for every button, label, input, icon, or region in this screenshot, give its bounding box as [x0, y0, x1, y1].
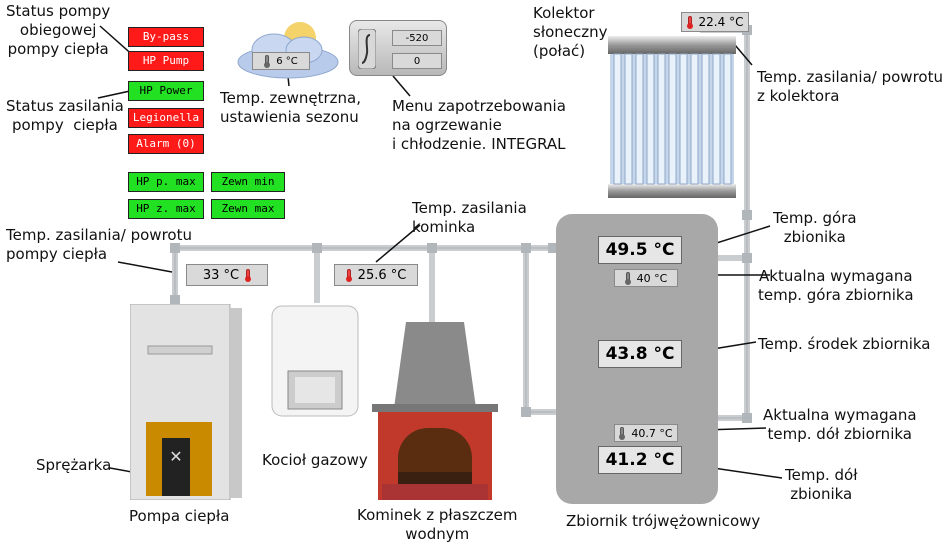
integral-icon: [358, 29, 376, 69]
tank-top-required-readout: 40 °C: [614, 269, 678, 287]
label-wymagana-dol: Aktualna wymagana temp. dół zbiornika: [763, 406, 917, 443]
zewn-max-button[interactable]: Zewn max: [211, 199, 285, 219]
fireplace-icon: [372, 322, 498, 500]
solar-collector: [608, 36, 736, 198]
alarm-button[interactable]: Alarm (0): [128, 134, 204, 154]
heat-pump-icon: ✕: [129, 303, 242, 501]
label-status-pompy: Status pompy obiegowej pompy ciepła: [6, 2, 111, 58]
label-temp-dol: Temp. dół zbionika: [785, 466, 858, 503]
label-kociol: Kocioł gazowy: [262, 451, 368, 469]
thermometer-icon: [686, 15, 693, 29]
sun-cloud-icon: [237, 22, 339, 79]
hp-pipe-temp-readout: 33 °C: [186, 264, 268, 286]
outdoor-temp-readout: 6 °C: [252, 52, 310, 70]
hp-z-max-button[interactable]: HP z. max: [128, 199, 204, 219]
hp-power-button[interactable]: HP Power: [128, 81, 204, 101]
gas-boiler-icon: [271, 305, 359, 417]
label-status-zasilania: Status zasilania pompy ciepła: [6, 97, 124, 134]
thermometer-icon: [624, 271, 631, 285]
tank-top-temp-readout: 49.5 °C: [598, 236, 682, 264]
thermometer-icon: [345, 268, 352, 282]
fireplace: [372, 322, 498, 500]
gas-boiler: [271, 305, 359, 417]
hp-pump-button[interactable]: HP Pump: [128, 51, 204, 71]
label-temp-pompy: Temp. zasilania/ powrotu pompy ciepła: [6, 226, 192, 263]
tank-middle-temp-readout: 43.8 °C: [598, 340, 682, 368]
thermometer-icon: [264, 54, 271, 68]
menu-readout-bottom: 0: [392, 53, 442, 69]
integral-menu[interactable]: -520 0: [349, 20, 447, 76]
label-menu-zapotrzebowania: Menu zapotrzebowania na ogrzewanie i chł…: [392, 97, 566, 153]
collector-temp-readout: 22.4 °C: [681, 12, 749, 32]
zewn-min-button[interactable]: Zewn min: [211, 172, 285, 192]
hp-p-max-button[interactable]: HP p. max: [128, 172, 204, 192]
bypass-button[interactable]: By-pass: [128, 27, 204, 47]
menu-readout-top: -520: [392, 30, 442, 46]
solar-tubes-icon: [608, 36, 736, 198]
fireplace-pipe-temp-readout: 25.6 °C: [334, 264, 418, 286]
label-zbiornik: Zbiornik trójwężownicowy: [566, 512, 761, 530]
thermometer-icon: [619, 426, 626, 440]
label-temp-zewnetrzna: Temp. zewnętrzna, ustawienia sezonu: [220, 89, 362, 126]
weather-widget[interactable]: 6 °C: [232, 18, 344, 84]
svg-text:✕: ✕: [169, 447, 182, 466]
label-pompa-ciepla: Pompa ciepła: [129, 507, 230, 525]
heat-pump: ✕: [129, 303, 242, 501]
tank-bottom-temp-readout: 41.2 °C: [598, 446, 682, 474]
label-sprezarka: Sprężarka: [36, 456, 112, 474]
legionella-button[interactable]: Legionella: [128, 108, 204, 128]
label-temp-srodek: Temp. środek zbiornika: [758, 335, 931, 353]
label-temp-gora: Temp. góra zbionika: [773, 209, 857, 246]
label-temp-kominka: Temp. zasilania kominka: [412, 199, 527, 236]
thermometer-icon: [245, 268, 252, 282]
tank-bottom-required-readout: 40.7 °C: [614, 424, 678, 442]
label-kolektor: Kolektor słoneczny (połać): [533, 4, 608, 60]
label-wymagana-gora: Aktualna wymagana temp. góra zbiornika: [758, 267, 914, 304]
label-temp-kolektora: Temp. zasilania/ powrotu z kolektora: [757, 68, 943, 105]
label-kominek: Kominek z płaszczem wodnym: [357, 506, 518, 543]
